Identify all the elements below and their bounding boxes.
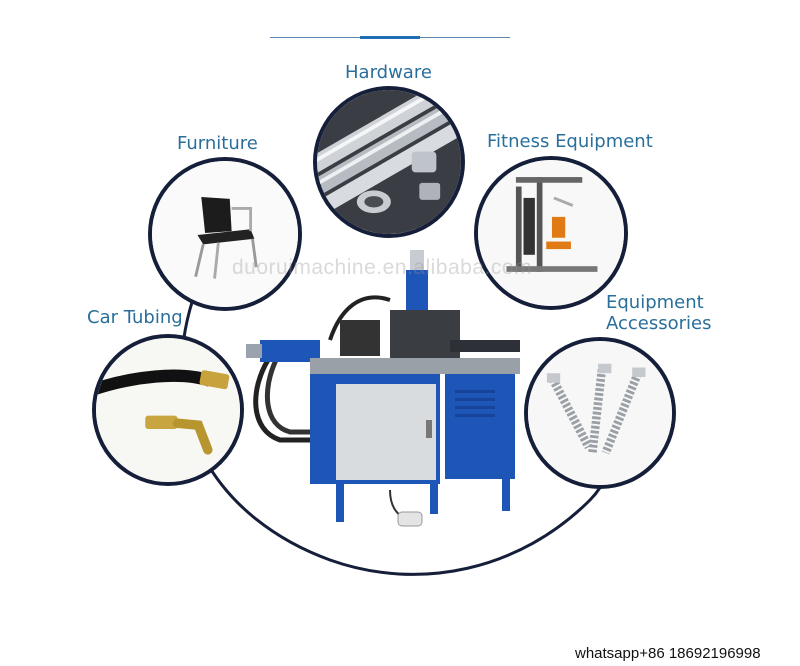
furniture-circle [148, 157, 302, 311]
fitness-circle [474, 156, 628, 310]
chair-image [152, 161, 298, 307]
hardware-circle [313, 86, 465, 238]
fitness-machine-image [478, 160, 624, 306]
whatsapp-contact: whatsapp+86 18692196998 [575, 645, 761, 662]
flex-hoses-image [528, 341, 672, 485]
label-hardware: Hardware [345, 62, 432, 83]
car-tubing-circle [92, 334, 244, 486]
label-car-tubing: Car Tubing [87, 307, 183, 328]
label-accessories: Accessories [606, 313, 712, 334]
top-divider-accent [360, 36, 420, 39]
pipe-fittings-image [317, 90, 461, 234]
label-equipment: Equipment [606, 292, 704, 313]
label-fitness-equipment: Fitness Equipment [487, 131, 653, 152]
bending-machine-image [246, 250, 520, 527]
watermark: duoruimachine.en.alibaba.com [232, 256, 533, 279]
car-hose-image [96, 338, 240, 482]
equipment-accessories-circle [524, 337, 676, 489]
label-furniture: Furniture [177, 133, 258, 154]
